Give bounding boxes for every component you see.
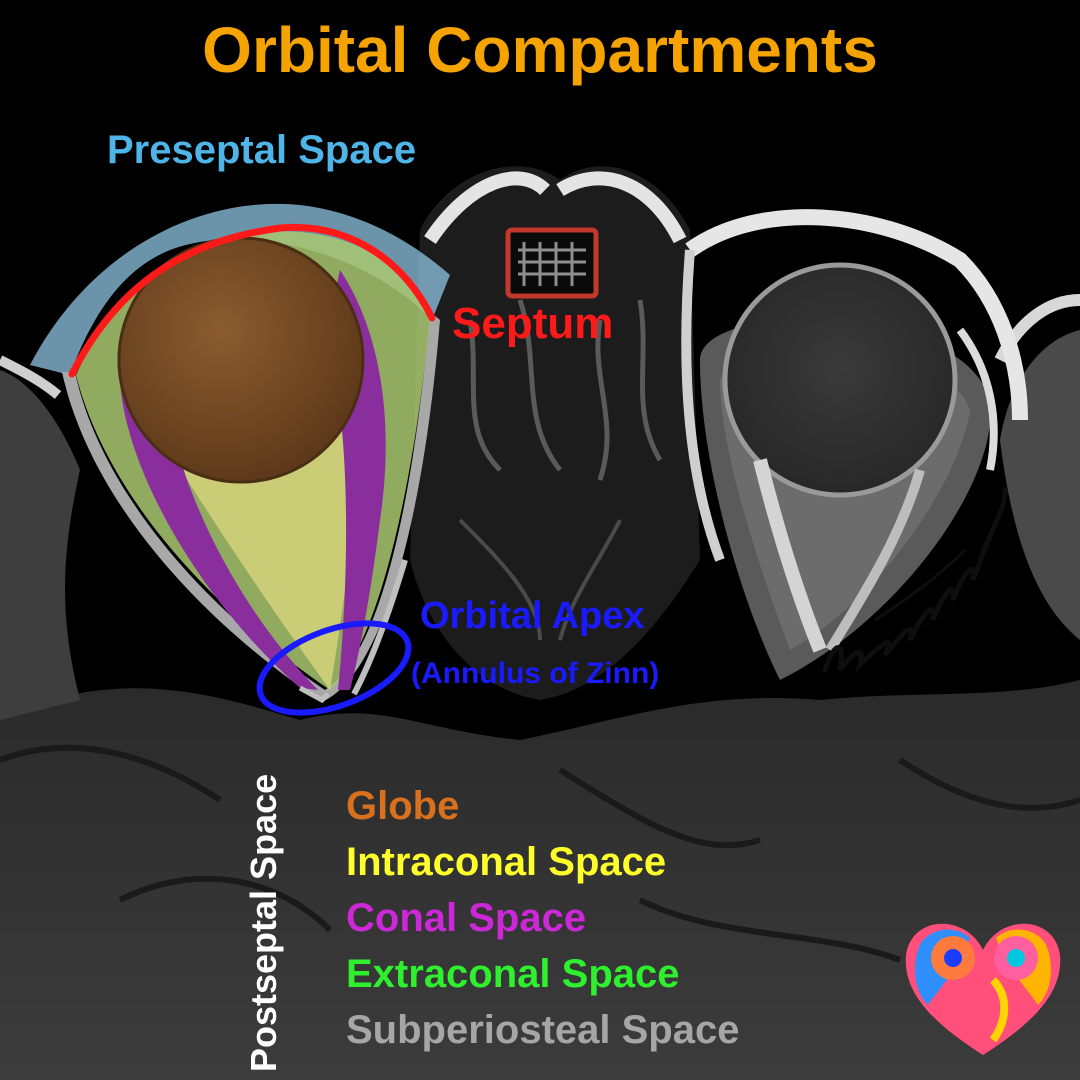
legend-item-subperiosteal: Subperiosteal Space	[346, 1008, 740, 1052]
page-title: Orbital Compartments	[202, 14, 878, 86]
mesh-grid-icon	[505, 227, 599, 299]
annulus-ellipse	[256, 620, 412, 716]
legend-item-globe: Globe	[346, 784, 460, 828]
heart-logo	[905, 923, 1061, 1055]
septum-label: Septum	[452, 299, 614, 348]
orbital-apex-label: Orbital Apex	[420, 595, 645, 637]
preseptal-space-label: Preseptal Space	[107, 128, 417, 172]
legend-item-conal: Conal Space	[346, 896, 587, 940]
background-anatomy	[0, 166, 1080, 1080]
legend-item-extraconal: Extraconal Space	[346, 952, 680, 996]
annulus-of-zinn-label: (Annulus of Zinn)	[411, 657, 660, 690]
septum-line	[68, 223, 436, 378]
signature	[822, 487, 1008, 674]
legend-item-intraconal: Intraconal Space	[346, 840, 667, 884]
legend: Globe Intraconal Space Conal Space Extra…	[346, 786, 739, 1066]
postseptal-space-label: Postseptal Space	[243, 773, 284, 1072]
